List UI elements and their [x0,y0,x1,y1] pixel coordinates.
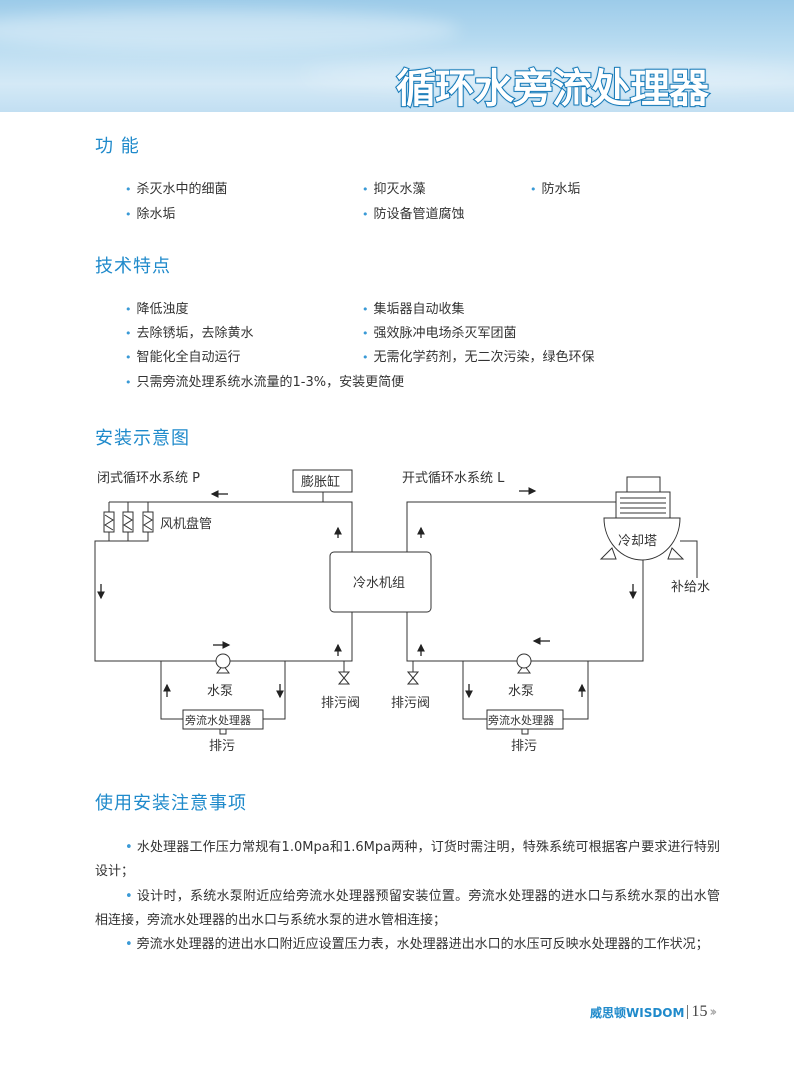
note-paragraph: •设计时，系统水泵附近应给旁流水处理器预留安装位置。旁流水处理器的进水口与系统水… [95,888,720,928]
list-item: 集垢器自动收集 [362,298,465,317]
pump-label: 水泵 [207,684,233,699]
chiller-label: 冷水机组 [353,576,405,591]
list-item: 防设备管道腐蚀 [362,203,465,222]
open-system-label: 开式循环水系统 L [402,471,505,486]
brand-logo: 威思顿WISDOM [590,1005,685,1020]
cooling-tower-icon [599,476,698,578]
list-item: 无需化学药剂，无二次污染，绿色环保 [362,346,595,365]
pump-icon [215,653,231,674]
list-item: 只需旁流处理系统水流量的1-3%，安装更简便 [125,371,405,390]
pump-icon [516,653,532,674]
list-item: 降低浊度 [125,298,189,317]
drain-valve-label: 排污阀 [321,696,360,711]
drain-label: 排污 [209,739,235,754]
notes-body: •水处理器工作压力常规有1.0Mpa和1.6Mpa两种，订货时需注明，特殊系统可… [95,836,720,957]
note-paragraph: •旁流水处理器的进出水口附近应设置压力表，水处理器进出水口的水压可反映水处理器的… [125,937,709,953]
page-number: 15 [691,1003,708,1020]
section-heading-features: 技术特点 [95,256,171,277]
makeup-water-label: 补给水 [671,580,710,595]
section-heading-diagram: 安装示意图 [95,428,190,449]
fan-coil-icon [103,511,154,533]
expansion-tank-label: 膨胀缸 [301,474,340,490]
closed-loop-pipe [94,501,353,662]
drain-valve-icon [337,661,351,685]
list-item: 抑灭水藻 [362,178,426,197]
fan-coil-label: 风机盘管 [160,516,212,532]
flow-arrow-icon [97,487,637,699]
bypass-processor-label: 旁流水处理器 [185,713,251,727]
drain-label: 排污 [511,739,537,754]
list-item: 防水垢 [530,178,581,197]
list-item: 去除锈垢，去除黄水 [125,322,254,341]
chiller-box [329,551,432,613]
section-heading-functions: 功 能 [95,136,140,157]
note-paragraph: •水处理器工作压力常规有1.0Mpa和1.6Mpa两种，订货时需注明，特殊系统可… [95,840,720,880]
pump-label: 水泵 [508,684,534,699]
list-item: 智能化全自动运行 [125,346,241,365]
closed-system-label: 闭式循环水系统 P [97,471,200,486]
header-banner: 循环水旁流处理器 [0,0,794,113]
list-item: 除水垢 [125,203,176,222]
page-title: 循环水旁流处理器 [395,65,710,113]
drain-valve-icon [406,661,420,685]
footer: 威思顿WISDOM 15 ›› [590,1003,717,1021]
chevron-right-icon: ›› [709,1004,717,1020]
cooling-tower-label: 冷却塔 [618,534,657,549]
list-item: 强效脉冲电场杀灭军团菌 [362,322,517,341]
list-item: 杀灭水中的细菌 [125,178,228,197]
bypass-processor-label: 旁流水处理器 [488,713,554,727]
section-heading-notes: 使用安装注意事项 [95,793,247,814]
drain-valve-label: 排污阀 [391,696,430,711]
